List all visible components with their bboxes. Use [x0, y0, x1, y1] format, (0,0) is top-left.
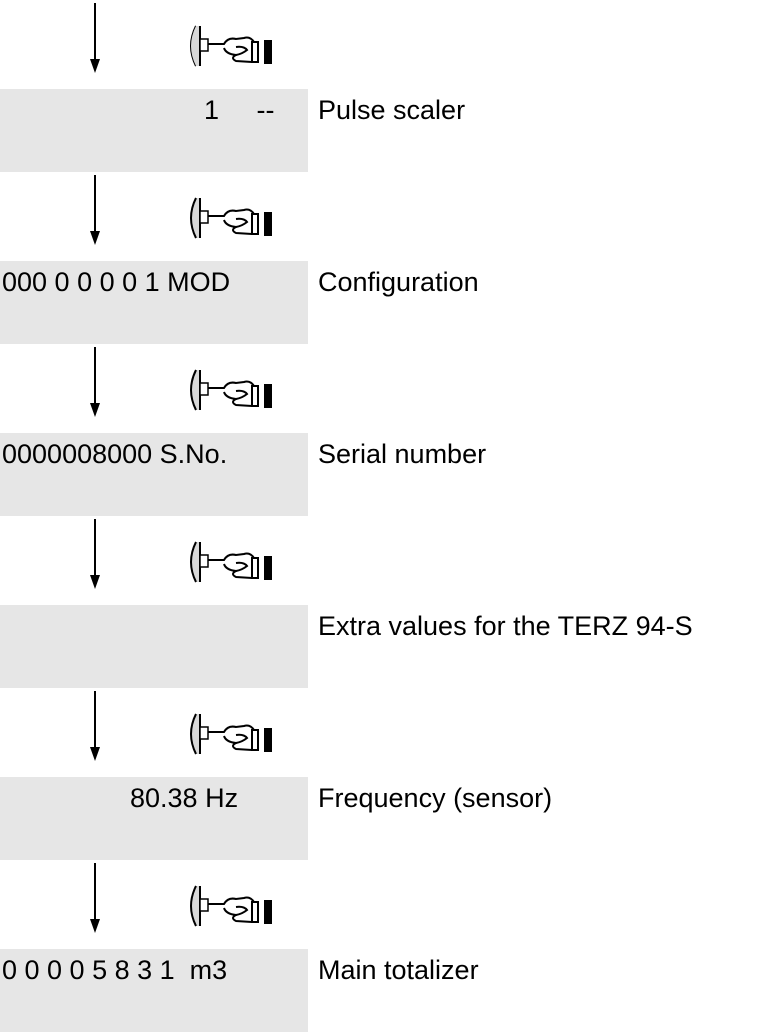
- lcd-display: [0, 605, 308, 688]
- down-arrow-icon: [90, 3, 100, 73]
- down-arrow-icon: [90, 863, 100, 933]
- step-caption: Main totalizer: [318, 955, 479, 985]
- step-main-totalizer: 0 0 0 0 5 8 3 1 m3 Main totalizer: [0, 860, 766, 1032]
- step-serial-number: 0000008000 S.No. Serial number: [0, 344, 766, 516]
- down-arrow-icon: [90, 347, 100, 417]
- display-value: 000 0 0 0 0 1 MOD: [2, 267, 231, 297]
- step-caption: Extra values for the TERZ 94-S: [318, 611, 693, 641]
- down-arrow-icon: [90, 519, 100, 589]
- press-button-hand-icon: [190, 197, 272, 239]
- press-button-hand-icon: [190, 541, 272, 583]
- step-caption: Serial number: [318, 439, 487, 469]
- lcd-display: 1 --: [0, 89, 308, 172]
- lcd-display: 0000008000 S.No.: [0, 433, 308, 516]
- lcd-display: 000 0 0 0 0 1 MOD: [0, 261, 308, 344]
- display-value: 1 --: [204, 95, 275, 125]
- step-pulse-scaler: 1 -- Pulse scaler: [0, 0, 766, 172]
- press-button-hand-icon: [190, 369, 272, 411]
- display-value: 0 0 0 0 5 8 3 1 m3: [2, 955, 228, 985]
- step-caption: Configuration: [318, 267, 479, 297]
- press-button-hand-icon: [190, 885, 272, 927]
- lcd-display: 80.38 Hz: [0, 777, 308, 860]
- press-button-hand-icon: [190, 713, 272, 755]
- step-frequency: 80.38 Hz Frequency (sensor): [0, 688, 766, 860]
- display-value: 0000008000 S.No.: [2, 439, 228, 469]
- step-caption: Pulse scaler: [318, 95, 466, 125]
- step-caption: Frequency (sensor): [318, 783, 553, 813]
- lcd-display: 0 0 0 0 5 8 3 1 m3: [0, 949, 308, 1032]
- down-arrow-icon: [90, 175, 100, 245]
- step-extra-values: Extra values for the TERZ 94-S: [0, 516, 766, 688]
- down-arrow-icon: [90, 691, 100, 761]
- press-button-hand-icon: [190, 25, 272, 67]
- step-configuration: 000 0 0 0 0 1 MOD Configuration: [0, 172, 766, 344]
- display-value: 80.38 Hz: [130, 783, 239, 813]
